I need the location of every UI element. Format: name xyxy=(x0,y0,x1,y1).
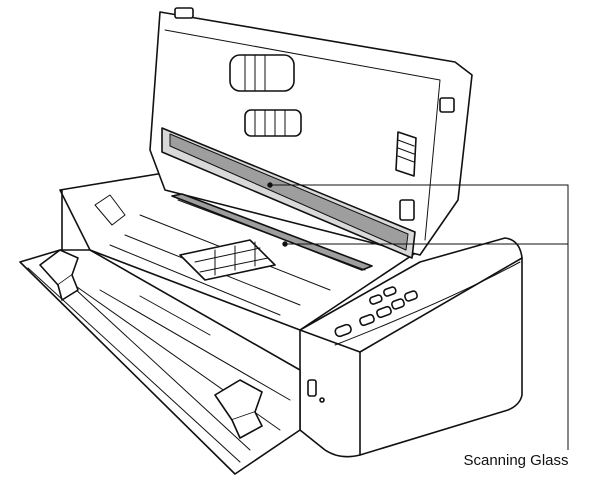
operation-panel xyxy=(334,286,418,338)
scanner-body xyxy=(299,237,523,458)
feed-rollers xyxy=(179,239,276,281)
lower-scanning-glass xyxy=(171,193,373,271)
lid-lever xyxy=(395,131,417,177)
document-guide-left xyxy=(39,249,79,301)
lid-roller xyxy=(229,54,302,137)
leader-dot-lower xyxy=(282,241,288,247)
document-guide-right xyxy=(214,379,263,439)
upper-scanning-glass xyxy=(161,127,416,259)
callout-leader-lines xyxy=(267,182,569,450)
usb-port xyxy=(307,379,325,403)
callout-label: Scanning Glass xyxy=(463,452,569,469)
leader-line-upper-glass xyxy=(270,184,569,450)
leader-dot-upper xyxy=(267,182,273,188)
